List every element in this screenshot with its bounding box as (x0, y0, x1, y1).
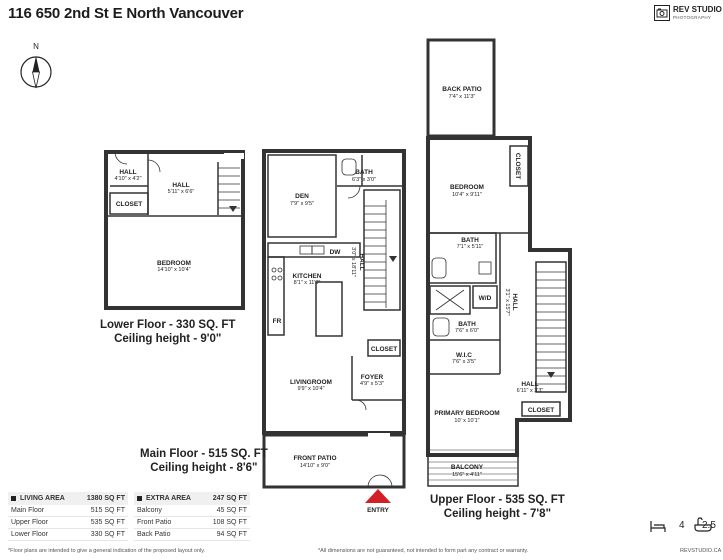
room-name: HALL (511, 293, 518, 310)
lower-floor-plan (104, 150, 245, 310)
extra-area-total: 247 SQ FT (212, 495, 247, 502)
room-name: KITCHEN (293, 273, 322, 280)
room-name: BALCONY (451, 464, 484, 471)
room-dimensions: 3'0" x 18'11" (350, 247, 356, 277)
main-floor-plan (262, 149, 406, 435)
room-dimensions: 10'4" x 9'11" (452, 192, 482, 198)
rev-studio-logo: REV STUDIO PHOTOGRAPHY (654, 4, 722, 26)
logo-subtitle: PHOTOGRAPHY (673, 15, 712, 20)
camera-icon (654, 5, 670, 21)
lower-floor-ceiling: Ceiling height - 9'0" (114, 333, 222, 345)
room-name: PRIMARY BEDROOM (434, 410, 499, 417)
room-name: BATH (458, 321, 476, 328)
room-dimensions: 8'1" x 11'0" (294, 280, 321, 286)
room-dimensions: 10' x 10'1" (454, 418, 479, 424)
upper-floor-caption: Upper Floor - 535 SQ. FT Ceiling height … (430, 493, 565, 521)
table-row: Upper Floor 535 SQ FT (8, 517, 128, 529)
entry-arrow-icon (365, 489, 391, 503)
entry-label: ENTRY (367, 507, 389, 514)
room-dimensions: 4'9" x 5'3" (360, 381, 384, 387)
room-name: CLOSET (514, 153, 521, 179)
bed-icon (650, 521, 666, 532)
disclaimer-left: *Floor plans are intended to give a gene… (8, 548, 206, 554)
logo-name: REV STUDIO (673, 5, 722, 14)
room-name: W.I.C (456, 352, 472, 359)
living-area-table: LIVING AREA 1380 SQ FT Main Floor 515 SQ… (8, 492, 128, 541)
room-name: HALL (119, 169, 136, 176)
bedroom-count: 4 (679, 520, 685, 531)
page-title: 116 650 2nd St E North Vancouver (8, 5, 244, 22)
table-row: Balcony 45 SQ FT (134, 505, 250, 517)
appliance-label: W/D (479, 295, 492, 302)
table-row: Lower Floor 330 SQ FT (8, 529, 128, 541)
room-dimensions: 15'6" x 4'11" (452, 472, 482, 478)
room-dimensions: 6'3" x 3'0" (352, 177, 376, 183)
table-row: Front Patio 108 SQ FT (134, 517, 250, 529)
room-dimensions: 14'10" x 10'4" (157, 267, 190, 273)
room-dimensions: 4'10" x 4'2" (114, 176, 141, 182)
living-area-total: 1380 SQ FT (86, 495, 125, 502)
room-name: CLOSET (371, 346, 397, 353)
lower-floor-caption: Lower Floor - 330 SQ. FT Ceiling height … (100, 318, 235, 346)
main-floor-area: Main Floor - 515 SQ. FT (140, 448, 268, 460)
room-name: BATH (355, 169, 373, 176)
room-dimensions: 3'1" x 15'7" (504, 288, 510, 315)
room-name: HALL (172, 182, 189, 189)
room-dimensions: 7'9" x 9'5" (290, 201, 314, 207)
room-dimensions: 6'11" x 3'3" (517, 388, 544, 394)
room-name: CLOSET (528, 407, 554, 414)
upper-floor-ceiling: Ceiling height - 7'8" (443, 508, 552, 520)
room-dimensions: 7'6" x 6'0" (455, 328, 479, 334)
room-name: BEDROOM (157, 260, 191, 267)
bullet-icon (11, 496, 16, 501)
main-floor-ceiling: Ceiling height - 8'6" (150, 462, 258, 474)
room-dimensions: 5'11" x 6'6" (168, 189, 195, 195)
appliance-label: FR (273, 318, 282, 325)
table-row: Main Floor 515 SQ FT (8, 505, 128, 517)
disclaimer-right: *All dimensions are not guaranteed, not … (318, 548, 529, 554)
table-row: Back Patio 94 SQ FT (134, 529, 250, 541)
upper-floor-area: Upper Floor - 535 SQ. FT (430, 494, 565, 506)
compass-icon: N (20, 42, 52, 89)
lower-floor-area: Lower Floor - 330 SQ. FT (100, 319, 236, 331)
bath-icon (694, 517, 712, 532)
room-name: HALL (358, 253, 365, 270)
room-name: BACK PATIO (442, 86, 481, 93)
room-name: BATH (461, 237, 479, 244)
room-name: FOYER (361, 374, 384, 381)
room-dimensions: 7'1" x 5'11" (457, 244, 484, 250)
room-name: LIVINGROOM (290, 379, 332, 386)
room-dimensions: 9'9" x 10'4" (297, 386, 324, 392)
bullet-icon (137, 496, 142, 501)
appliance-label: DW (330, 249, 342, 256)
room-name: HALL (521, 381, 538, 388)
main-floor-caption: Main Floor - 515 SQ. FT Ceiling height -… (140, 447, 268, 475)
extra-area-header: EXTRA AREA 247 SQ FT (134, 492, 250, 505)
room-name: BEDROOM (450, 184, 484, 191)
room-dimensions: 7'6" x 3'5" (452, 359, 476, 365)
living-area-header: LIVING AREA 1380 SQ FT (8, 492, 128, 505)
room-dimensions: 14'10" x 9'0" (300, 463, 330, 469)
website-label: REVSTUDIO.CA (680, 548, 722, 554)
compass-north-label: N (33, 42, 39, 51)
room-name: CLOSET (116, 201, 142, 208)
room-name: DEN (295, 193, 309, 200)
extra-area-table: EXTRA AREA 247 SQ FT Balcony 45 SQ FT Fr… (134, 492, 250, 541)
room-dimensions: 7'4" x 11'3" (449, 94, 476, 100)
room-name: FRONT PATIO (293, 455, 336, 462)
bathroom-count: 2.5 (702, 520, 716, 531)
